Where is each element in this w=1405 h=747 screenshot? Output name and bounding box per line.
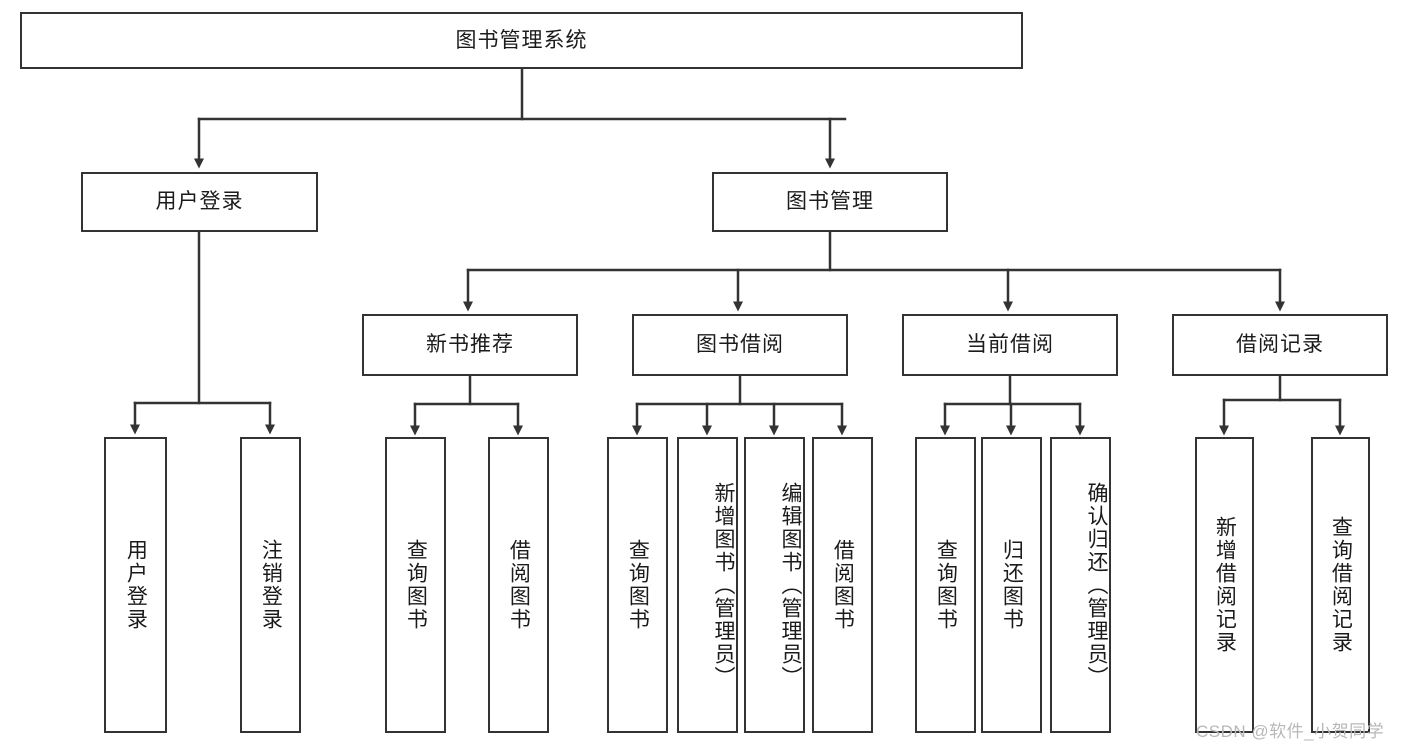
node-leaf-borrow-book-rec[interactable]: 借阅图书 [488,437,549,733]
node-book-borrow-label: 图书借阅 [696,333,784,357]
node-leaf-confirm-return-admin[interactable]: 确认归还（管理员） [1050,437,1111,733]
node-leaf-query-book-current[interactable]: 查询图书 [915,437,976,733]
node-leaf-borrow-book-rec-label: 借阅图书 [507,539,531,631]
node-root[interactable]: 图书管理系统 [20,12,1023,69]
node-leaf-return-book[interactable]: 归还图书 [981,437,1042,733]
node-leaf-borrow-book-label: 借阅图书 [831,539,855,631]
node-leaf-add-book-admin-label: 新增图书（管理员） [712,481,735,689]
node-leaf-add-book-admin[interactable]: 新增图书（管理员） [677,437,738,733]
node-leaf-user-logout[interactable]: 注销登录 [240,437,301,733]
node-leaf-query-book-current-label: 查询图书 [934,539,958,631]
node-leaf-query-book-borrow-label: 查询图书 [626,539,650,631]
node-leaf-add-borrow-record-label: 新增借阅记录 [1213,516,1237,654]
node-leaf-borrow-book[interactable]: 借阅图书 [812,437,873,733]
node-leaf-query-book-rec[interactable]: 查询图书 [385,437,446,733]
node-leaf-query-borrow-record[interactable]: 查询借阅记录 [1311,437,1370,733]
node-leaf-query-book-rec-label: 查询图书 [404,539,428,631]
node-book-manage-label: 图书管理 [786,190,874,214]
node-leaf-confirm-return-admin-label: 确认归还（管理员） [1085,481,1108,689]
node-current-borrow[interactable]: 当前借阅 [902,314,1118,376]
node-leaf-add-borrow-record[interactable]: 新增借阅记录 [1195,437,1254,733]
node-leaf-return-book-label: 归还图书 [1000,539,1024,631]
node-leaf-edit-book-admin-label: 编辑图书（管理员） [779,481,802,689]
node-book-manage[interactable]: 图书管理 [712,172,948,232]
node-leaf-user-login[interactable]: 用户登录 [104,437,167,733]
node-borrow-record[interactable]: 借阅记录 [1172,314,1388,376]
node-user-login[interactable]: 用户登录 [81,172,318,232]
node-user-login-label: 用户登录 [155,190,244,214]
node-root-label: 图书管理系统 [455,28,588,52]
node-leaf-user-login-label: 用户登录 [124,539,148,631]
watermark-text: CSDN @软件_小贺同学 [1196,722,1385,741]
node-leaf-user-logout-label: 注销登录 [259,539,283,631]
node-new-book-recommend[interactable]: 新书推荐 [362,314,578,376]
node-current-borrow-label: 当前借阅 [966,333,1054,357]
node-book-borrow[interactable]: 图书借阅 [632,314,848,376]
node-new-book-recommend-label: 新书推荐 [426,333,514,357]
node-leaf-query-book-borrow[interactable]: 查询图书 [607,437,668,733]
node-borrow-record-label: 借阅记录 [1236,333,1324,357]
node-leaf-query-borrow-record-label: 查询借阅记录 [1329,516,1353,654]
node-leaf-edit-book-admin[interactable]: 编辑图书（管理员） [744,437,805,733]
